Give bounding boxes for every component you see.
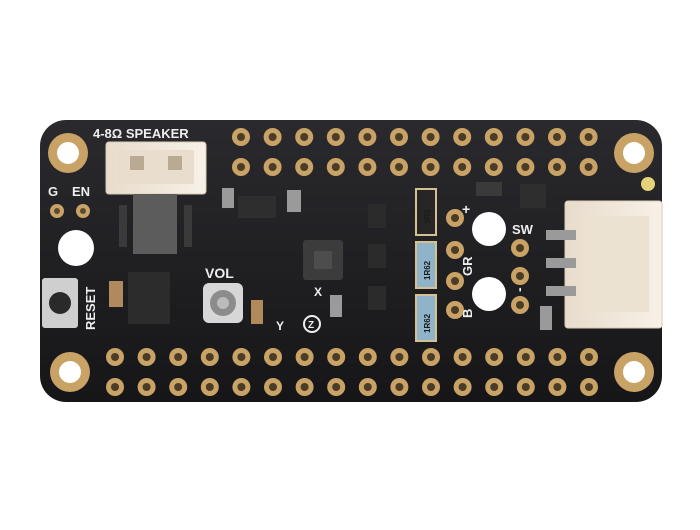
pad-hole bbox=[489, 163, 498, 171]
pad-hole bbox=[521, 383, 530, 391]
pad-hole bbox=[458, 353, 467, 361]
pad-hole bbox=[451, 277, 459, 285]
pad-hole bbox=[205, 383, 214, 391]
pad-hole bbox=[269, 353, 277, 361]
mounting-holes bbox=[48, 133, 654, 392]
pad-hole bbox=[395, 163, 403, 171]
pad-hole bbox=[427, 353, 435, 361]
pad-hole bbox=[111, 383, 119, 391]
pad-hole bbox=[426, 163, 435, 171]
pad-hole bbox=[458, 163, 467, 171]
pad-hole bbox=[521, 133, 530, 141]
header-pads-top bbox=[232, 128, 598, 146]
z-axis-marker bbox=[303, 315, 321, 333]
pad-hole bbox=[585, 383, 593, 391]
pad-hole bbox=[516, 301, 524, 309]
pad-hole bbox=[174, 383, 183, 391]
pad-hole bbox=[458, 383, 467, 391]
pad-hole bbox=[427, 383, 435, 391]
resistor-mid-marking: 1R62 bbox=[423, 260, 432, 280]
pad-hole bbox=[111, 353, 119, 361]
pad-hole bbox=[516, 272, 524, 280]
pad-hole bbox=[553, 353, 562, 361]
volume-potentiometer bbox=[203, 283, 243, 323]
pad-hole bbox=[332, 383, 341, 391]
resistor-top-marking: 3R6 bbox=[423, 209, 432, 224]
plus-label: + bbox=[462, 201, 470, 217]
pad-hole bbox=[451, 214, 459, 222]
pad-hole bbox=[300, 163, 309, 171]
pad-hole bbox=[237, 133, 245, 141]
pad-hole bbox=[395, 133, 403, 141]
pad-hole bbox=[458, 133, 467, 141]
pad-hole bbox=[490, 353, 499, 361]
pad-hole bbox=[521, 353, 530, 361]
pad-hole bbox=[237, 353, 246, 361]
speaker-connector bbox=[105, 141, 207, 254]
chips bbox=[128, 182, 546, 324]
b-label: B bbox=[460, 309, 475, 318]
pad-hole bbox=[363, 133, 372, 141]
pad-hole bbox=[331, 133, 340, 141]
speaker-label: 4-8Ω SPEAKER bbox=[93, 126, 189, 141]
jst-connector bbox=[546, 200, 663, 329]
pad-hole bbox=[451, 246, 459, 254]
pad-hole bbox=[521, 163, 530, 171]
pad-hole bbox=[174, 353, 183, 361]
status-dot bbox=[641, 177, 655, 191]
pad-hole bbox=[205, 353, 214, 361]
pad-hole bbox=[237, 383, 246, 391]
pad-hole bbox=[237, 163, 245, 171]
pad-hole bbox=[300, 133, 309, 141]
header-pads-bottom bbox=[106, 378, 598, 396]
resistors bbox=[415, 188, 437, 342]
pad-hole bbox=[142, 353, 151, 361]
pad-hole bbox=[451, 306, 459, 314]
pad-hole bbox=[489, 133, 498, 141]
gr-label: GR bbox=[460, 256, 475, 276]
resistor-bottom-marking: 1R62 bbox=[423, 313, 432, 333]
pad-hole bbox=[584, 133, 593, 141]
pad-hole bbox=[363, 163, 372, 171]
pad-hole bbox=[269, 383, 277, 391]
pad-hole bbox=[363, 353, 372, 361]
x-label: X bbox=[314, 285, 322, 299]
g-en-pads bbox=[50, 204, 90, 218]
pad-hole bbox=[142, 383, 151, 391]
header-pads-top-inner bbox=[232, 158, 598, 176]
pad-hole bbox=[426, 133, 435, 141]
smd-components bbox=[109, 188, 552, 330]
reset-label: RESET bbox=[83, 287, 98, 330]
minus-label: - bbox=[511, 287, 527, 292]
header-pads-bottom-inner bbox=[106, 348, 598, 366]
pad-hole bbox=[268, 163, 277, 171]
pad-hole bbox=[553, 163, 561, 171]
pad-hole bbox=[300, 383, 309, 391]
pad-hole bbox=[585, 353, 593, 361]
pad-hole bbox=[584, 163, 593, 171]
y-label: Y bbox=[276, 319, 284, 333]
sw-label: SW bbox=[512, 222, 534, 237]
pad-hole bbox=[516, 244, 524, 252]
g-label: G bbox=[48, 184, 58, 199]
reset-button bbox=[42, 278, 78, 328]
pad-hole bbox=[395, 353, 404, 361]
pad-hole bbox=[553, 133, 561, 141]
pad-hole bbox=[300, 353, 309, 361]
pad-hole bbox=[553, 383, 562, 391]
pad-hole bbox=[331, 163, 340, 171]
en-label: EN bbox=[72, 184, 90, 199]
pad-hole bbox=[268, 133, 277, 141]
side-pads bbox=[446, 209, 529, 319]
vol-label: VOL bbox=[205, 265, 234, 281]
z-label: Z bbox=[308, 320, 314, 331]
pad-hole bbox=[490, 383, 499, 391]
pad-hole bbox=[363, 383, 372, 391]
pad-hole bbox=[332, 353, 341, 361]
pad-hole bbox=[395, 383, 404, 391]
